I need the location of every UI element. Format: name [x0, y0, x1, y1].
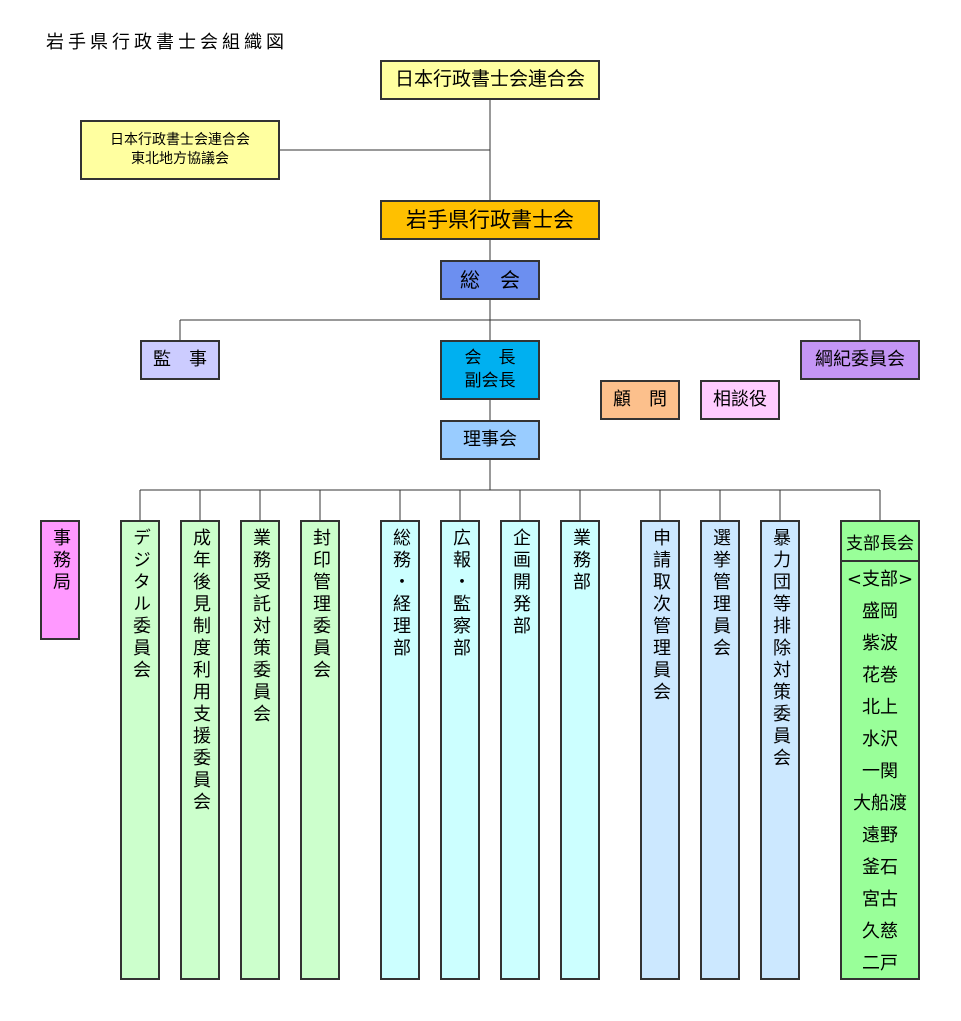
page-title: 岩手県行政書士会組織図 — [46, 32, 288, 53]
counselor-box: 相談役 — [700, 380, 780, 420]
list-item: 盛岡 — [862, 601, 898, 622]
general-affairs-dept-box: 総務・経理部 — [380, 520, 420, 980]
application-committee-box: 申請取次管理員会 — [640, 520, 680, 980]
planning-dept-box: 企画開発部 — [500, 520, 540, 980]
business-support-committee-label: 業務受託対策委員会 — [250, 528, 271, 726]
advisor-box: 顧 問 — [600, 380, 680, 420]
list-item: 紫波 — [862, 633, 898, 654]
board-label: 理事会 — [463, 428, 517, 450]
election-committee-box: 選挙管理員会 — [700, 520, 740, 980]
list-item: 遠野 — [862, 825, 898, 846]
list-item: 宮古 — [862, 889, 898, 910]
iwate-association-box: 岩手県行政書士会 — [380, 200, 600, 240]
list-item: 二戸 — [862, 953, 898, 974]
guardianship-committee-box: 成年後見制度利用支援委員会 — [180, 520, 220, 980]
pr-dept-box: 広報・監察部 — [440, 520, 480, 980]
general-assembly-box: 総 会 — [440, 260, 540, 300]
board-box: 理事会 — [440, 420, 540, 460]
vice-president-label: 副会長 — [464, 371, 516, 391]
operations-dept-label: 業務部 — [570, 528, 591, 594]
list-item: 久慈 — [862, 921, 898, 942]
discipline-committee-box: 綱紀委員会 — [800, 340, 920, 380]
president-box: 会 長 副会長 — [440, 340, 540, 400]
application-committee-label: 申請取次管理員会 — [650, 528, 671, 704]
tohoku-label-line1: 日本行政書士会連合会 — [110, 132, 250, 149]
federation-box: 日本行政書士会連合会 — [380, 60, 600, 100]
advisor-label: 顧 問 — [613, 388, 667, 410]
discipline-label: 綱紀委員会 — [815, 348, 905, 370]
planning-dept-label: 企画開発部 — [510, 528, 531, 638]
seal-committee-box: 封印管理委員会 — [300, 520, 340, 980]
general-assembly-label: 総 会 — [460, 267, 520, 292]
auditor-label: 監 事 — [153, 348, 207, 370]
pr-dept-label: 広報・監察部 — [450, 528, 471, 660]
tohoku-council-box: 日本行政書士会連合会 東北地方協議会 — [80, 120, 280, 180]
branch-council-header: 支部長会 — [842, 522, 918, 562]
digital-committee-label: デジタル委員会 — [130, 528, 151, 682]
federation-label: 日本行政書士会連合会 — [394, 68, 585, 91]
branch-council-box: 支部長会 <支部> 盛岡 紫波 花巻 北上 水沢 一関 大船渡 遠野 釜石 宮古… — [840, 520, 920, 980]
list-item: 一関 — [862, 761, 898, 782]
election-committee-label: 選挙管理員会 — [710, 528, 731, 660]
operations-dept-box: 業務部 — [560, 520, 600, 980]
secretariat-label: 事務局 — [50, 528, 71, 594]
digital-committee-box: デジタル委員会 — [120, 520, 160, 980]
auditor-box: 監 事 — [140, 340, 220, 380]
guardianship-committee-label: 成年後見制度利用支援委員会 — [190, 528, 211, 814]
tohoku-label-line2: 東北地方協議会 — [131, 151, 229, 167]
president-label: 会 長 — [464, 348, 516, 369]
list-item: 大船渡 — [853, 793, 907, 814]
branch-subheader: <支部> — [846, 569, 914, 590]
branch-council-label: 支部長会 — [846, 533, 914, 554]
anti-gang-committee-box: 暴力団等排除対策委員会 — [760, 520, 800, 980]
list-item: 釜石 — [862, 857, 898, 878]
business-support-committee-box: 業務受託対策委員会 — [240, 520, 280, 980]
branch-list: <支部> 盛岡 紫波 花巻 北上 水沢 一関 大船渡 遠野 釜石 宮古 久慈 二… — [842, 562, 918, 980]
general-affairs-dept-label: 総務・経理部 — [390, 528, 411, 660]
list-item: 水沢 — [862, 729, 898, 750]
seal-committee-label: 封印管理委員会 — [310, 528, 331, 682]
list-item: 花巻 — [862, 665, 898, 686]
list-item: 北上 — [862, 697, 898, 718]
counselor-label: 相談役 — [713, 388, 767, 410]
iwate-label: 岩手県行政書士会 — [406, 207, 574, 232]
anti-gang-committee-label: 暴力団等排除対策委員会 — [770, 528, 791, 770]
secretariat-box: 事務局 — [40, 520, 80, 640]
